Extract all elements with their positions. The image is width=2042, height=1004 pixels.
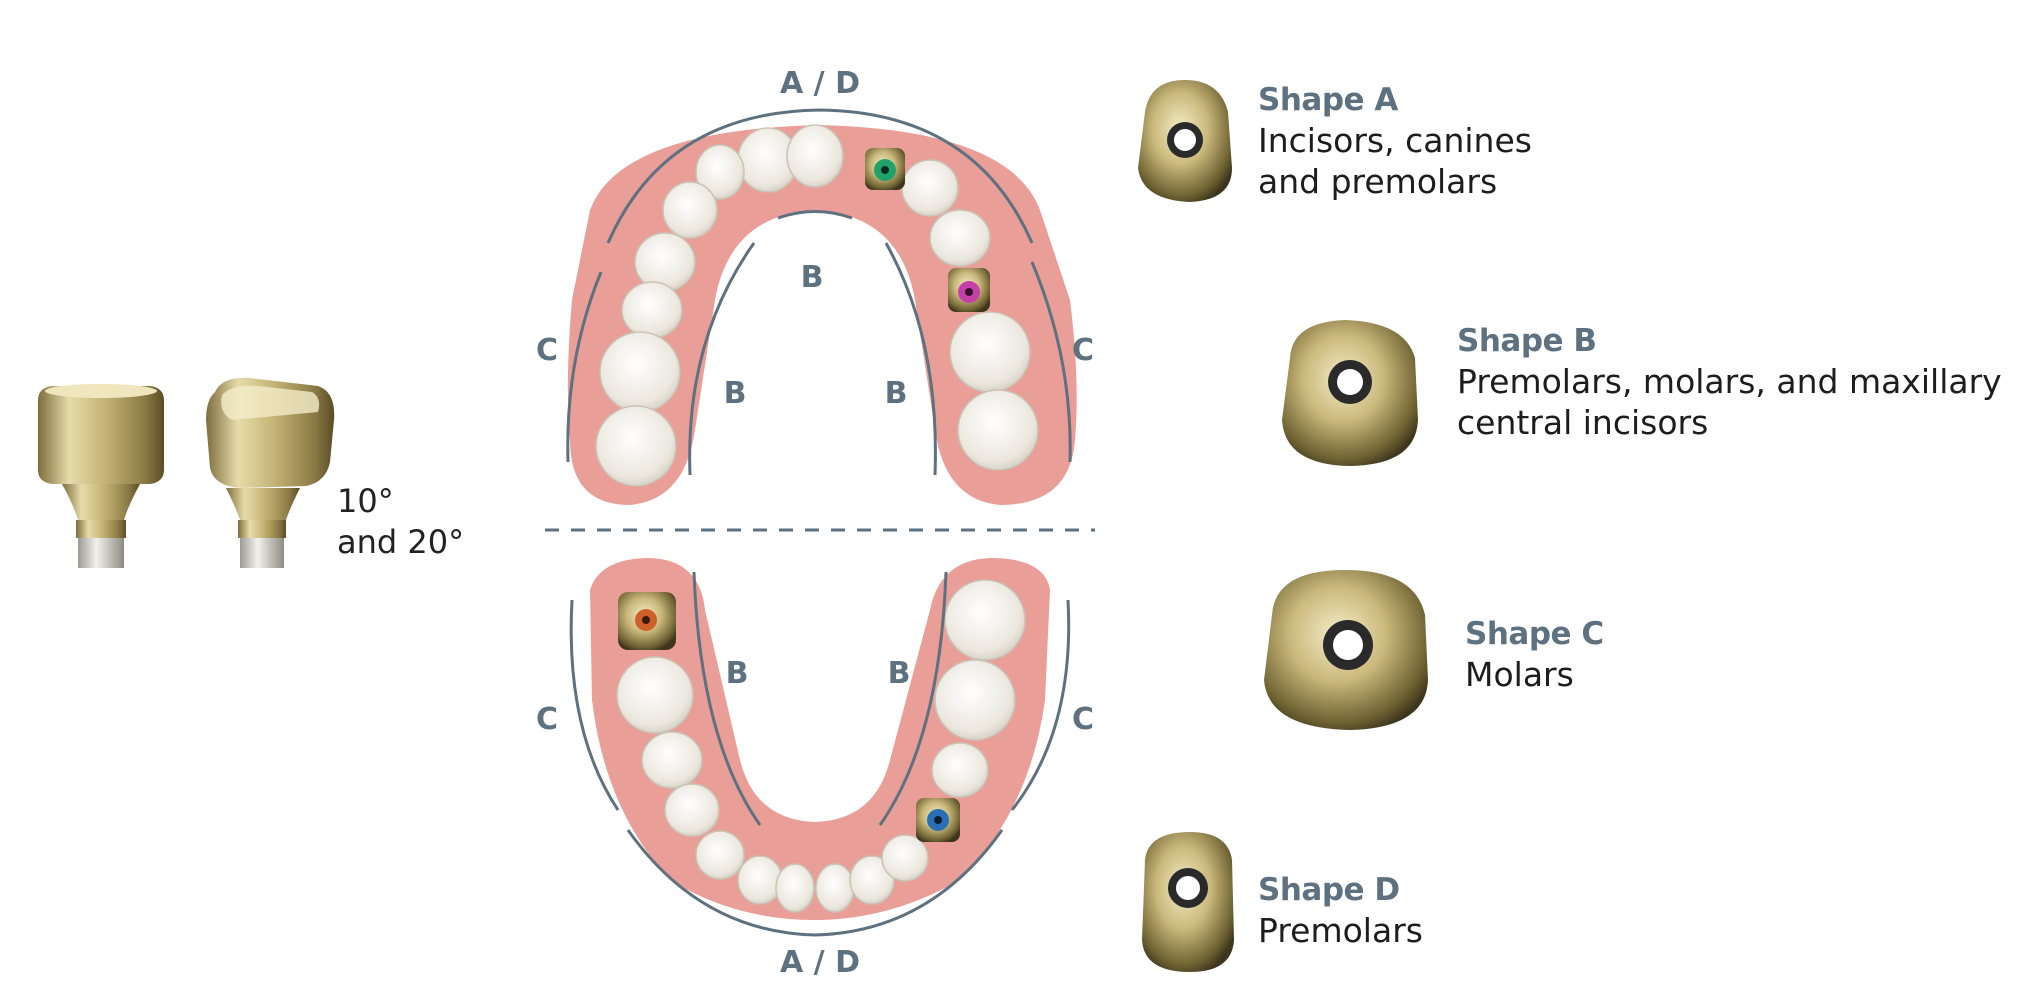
lower-implant-crown-blue bbox=[916, 798, 960, 842]
shape-a-icon bbox=[1138, 80, 1232, 202]
shape-d-legend: Shape D Premolars bbox=[1258, 870, 1423, 951]
shape-d-desc-line1: Premolars bbox=[1258, 911, 1423, 950]
shape-b-desc-line2: central incisors bbox=[1457, 403, 1709, 442]
shape-a-legend: Shape A Incisors, canines and premolars bbox=[1258, 80, 1532, 202]
label-upper-right-outer: C bbox=[1072, 333, 1094, 368]
shape-b-legend: Shape B Premolars, molars, and maxillary… bbox=[1457, 321, 2002, 443]
upper-teeth bbox=[595, 124, 1039, 487]
shape-a-title: Shape A bbox=[1258, 82, 1398, 118]
label-lower-right-outer: C bbox=[1072, 702, 1094, 737]
shape-b-title: Shape B bbox=[1457, 323, 1597, 359]
upper-zone-line-c-right bbox=[1030, 261, 1072, 463]
shape-b-icon bbox=[1282, 320, 1418, 466]
upper-implant-crown-magenta bbox=[948, 268, 990, 312]
upper-zone-lines bbox=[566, 108, 1072, 476]
label-upper-left-outer: C bbox=[536, 333, 558, 368]
lower-dental-arch bbox=[590, 558, 1050, 920]
upper-zone-line-b-left bbox=[688, 242, 756, 476]
shape-a-desc-line1: Incisors, canines bbox=[1258, 121, 1532, 160]
abutment-angle-line2: and 20° bbox=[337, 523, 464, 561]
shape-d-title: Shape D bbox=[1258, 872, 1400, 908]
label-upper-left-inner: B bbox=[724, 376, 747, 411]
upper-dental-arch bbox=[567, 124, 1077, 505]
shape-b-desc-line1: Premolars, molars, and maxillary bbox=[1457, 362, 2002, 401]
upper-zone-line-ad bbox=[606, 108, 1034, 244]
lower-zone-line-b-left bbox=[692, 571, 762, 826]
upper-zone-line-b-palate bbox=[777, 210, 853, 220]
label-lower-left-outer: C bbox=[536, 702, 558, 737]
shape-c-icon bbox=[1264, 570, 1428, 730]
upper-zone-line-b-right bbox=[884, 242, 937, 476]
straight-abutment-image bbox=[38, 384, 164, 568]
lower-zone-lines bbox=[569, 571, 1071, 937]
upper-zone-line-c-left bbox=[566, 271, 603, 463]
shape-d-icon bbox=[1142, 832, 1234, 972]
label-lower-left-inner: B bbox=[726, 656, 749, 691]
upper-implant-crown-green bbox=[865, 148, 905, 190]
lower-zone-line-b-right bbox=[878, 571, 948, 826]
label-upper-right-inner: B bbox=[885, 376, 908, 411]
shape-c-legend: Shape C Molars bbox=[1465, 614, 1604, 695]
shape-a-desc-line2: and premolars bbox=[1258, 162, 1498, 201]
label-lower-front: A / D bbox=[780, 945, 860, 980]
angled-abutment-image bbox=[206, 377, 335, 568]
lower-zone-line-c-left bbox=[569, 599, 620, 811]
lower-zone-line-ad bbox=[626, 829, 1004, 937]
lower-implant-crown-orange bbox=[618, 592, 676, 650]
label-lower-right-inner: B bbox=[888, 656, 911, 691]
shape-c-title: Shape C bbox=[1465, 616, 1604, 652]
shape-c-desc-line1: Molars bbox=[1465, 655, 1574, 694]
lower-teeth bbox=[616, 579, 1026, 913]
label-upper-palate: B bbox=[801, 260, 824, 295]
lower-zone-line-c-right bbox=[1010, 599, 1071, 811]
label-upper-front: A / D bbox=[780, 66, 860, 101]
abutment-angle-line1: 10° bbox=[337, 482, 394, 520]
